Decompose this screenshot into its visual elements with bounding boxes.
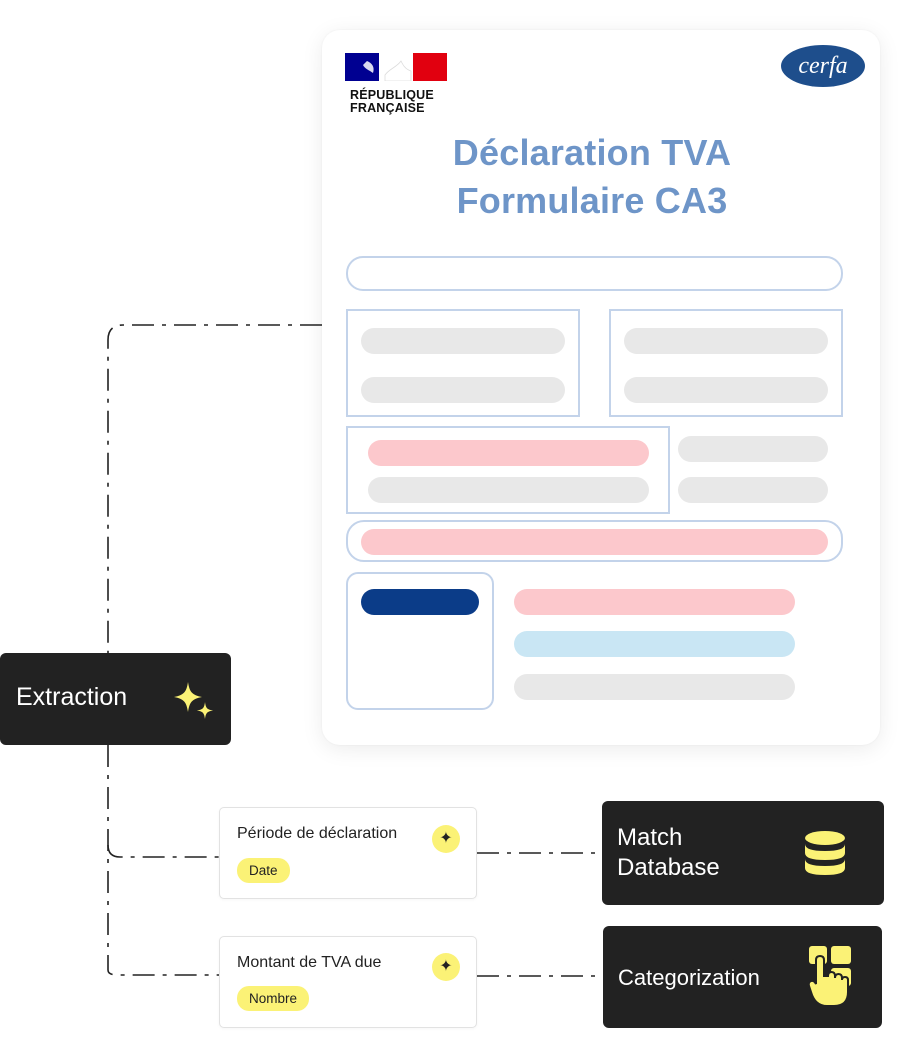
connector-extraction-to-fields bbox=[107, 745, 219, 976]
match-label-line1: Match bbox=[617, 824, 683, 851]
placeholder-line bbox=[678, 477, 828, 503]
field-label: Montant de TVA due bbox=[237, 954, 382, 971]
placeholder-line bbox=[624, 377, 828, 403]
hand-pointer-icon bbox=[807, 946, 851, 1007]
placeholder-line bbox=[368, 477, 649, 503]
connector-form-to-extraction bbox=[107, 324, 322, 655]
placeholder-line bbox=[624, 328, 828, 354]
francaise-line: FRANÇAISE bbox=[350, 101, 425, 115]
placeholder-line bbox=[514, 674, 795, 700]
placeholder-line bbox=[361, 328, 565, 354]
marianne-logo bbox=[345, 53, 447, 81]
form-title-line1: Déclaration TVA bbox=[452, 132, 732, 173]
highlighted-line bbox=[368, 440, 649, 466]
categorization-label: Categorization bbox=[618, 965, 760, 990]
extraction-label: Extraction bbox=[16, 683, 128, 711]
highlighted-line-blue bbox=[514, 631, 795, 657]
field-card-periode[interactable]: Période de déclaration ✦ Date bbox=[219, 807, 477, 899]
form-title-line2: Formulaire CA3 bbox=[456, 180, 728, 221]
field-type-badge: Nombre bbox=[237, 986, 310, 1011]
field-label: Période de déclaration bbox=[237, 825, 398, 842]
match-database-label: Match Database bbox=[617, 823, 720, 883]
field-card-montant[interactable]: Montant de TVA due ✦ Nombre bbox=[219, 936, 477, 1028]
accent-line bbox=[361, 589, 479, 615]
republique-francaise-label: RÉPUBLIQUE FRANÇAISE bbox=[350, 89, 434, 115]
extraction-node: Extraction bbox=[0, 653, 231, 745]
match-label-line2: Database bbox=[617, 854, 720, 881]
field-type-badge: Date bbox=[237, 858, 290, 883]
categorization-node: Categorization bbox=[603, 926, 882, 1028]
connector-to-field-periode bbox=[107, 844, 219, 858]
database-icon bbox=[805, 831, 845, 875]
match-database-node: Match Database bbox=[602, 801, 884, 905]
placeholder-line bbox=[678, 436, 828, 462]
highlighted-line bbox=[514, 589, 795, 615]
sparkles-icon bbox=[174, 682, 213, 719]
form-input-field bbox=[346, 256, 843, 291]
republique-line: RÉPUBLIQUE bbox=[350, 88, 434, 102]
placeholder-line bbox=[361, 377, 565, 403]
sparkle-icon: ✦ bbox=[432, 825, 460, 853]
sparkle-icon: ✦ bbox=[432, 953, 460, 981]
highlighted-line bbox=[361, 529, 828, 555]
cerfa-logo: cerfa bbox=[781, 45, 865, 87]
